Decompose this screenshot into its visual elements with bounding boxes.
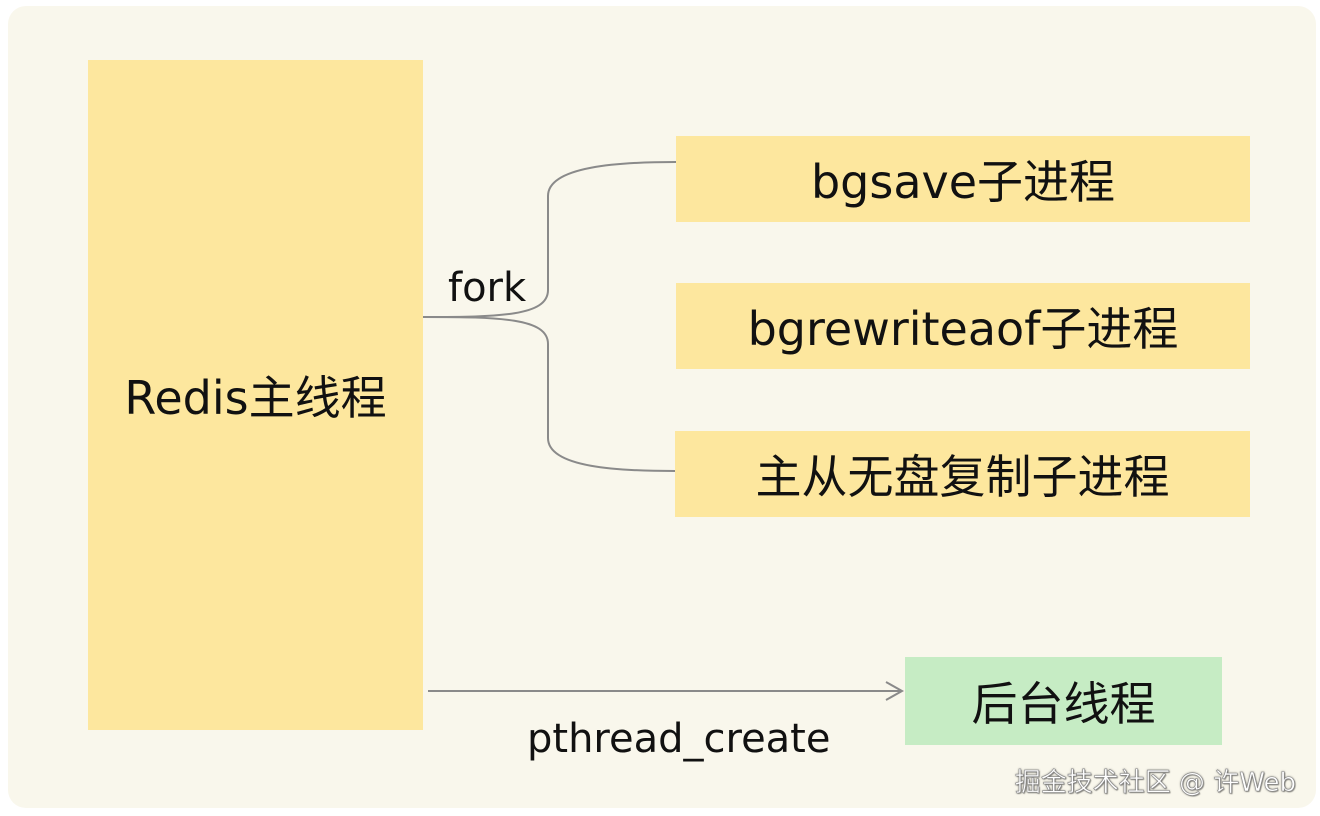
pthread-create-label: pthread_create (527, 716, 831, 762)
background-thread-box: 后台线程 (905, 657, 1222, 745)
diskless-replication-child-process-box: 主从无盘复制子进程 (675, 431, 1250, 517)
redis-main-thread-box: Redis主线程 (88, 60, 423, 730)
fork-connector-to-bgsave (422, 161, 677, 318)
diskless-replication-child-process-label: 主从无盘复制子进程 (755, 450, 1170, 504)
pthread-create-arrow-head (885, 681, 905, 701)
fork-connector-to-diskless-replication (422, 316, 676, 472)
bgrewriteaof-child-process-box: bgrewriteaof子进程 (676, 283, 1250, 369)
redis-main-thread-label: Redis主线程 (124, 371, 387, 425)
bgsave-child-process-label: bgsave子进程 (810, 155, 1116, 209)
bgrewriteaof-child-process-label: bgrewriteaof子进程 (747, 302, 1179, 356)
bgsave-child-process-box: bgsave子进程 (676, 136, 1250, 222)
background-thread-label: 后台线程 (971, 677, 1156, 731)
watermark-text: 掘金技术社区 @ 许Web (1014, 768, 1296, 799)
fork-label: fork (448, 265, 527, 311)
